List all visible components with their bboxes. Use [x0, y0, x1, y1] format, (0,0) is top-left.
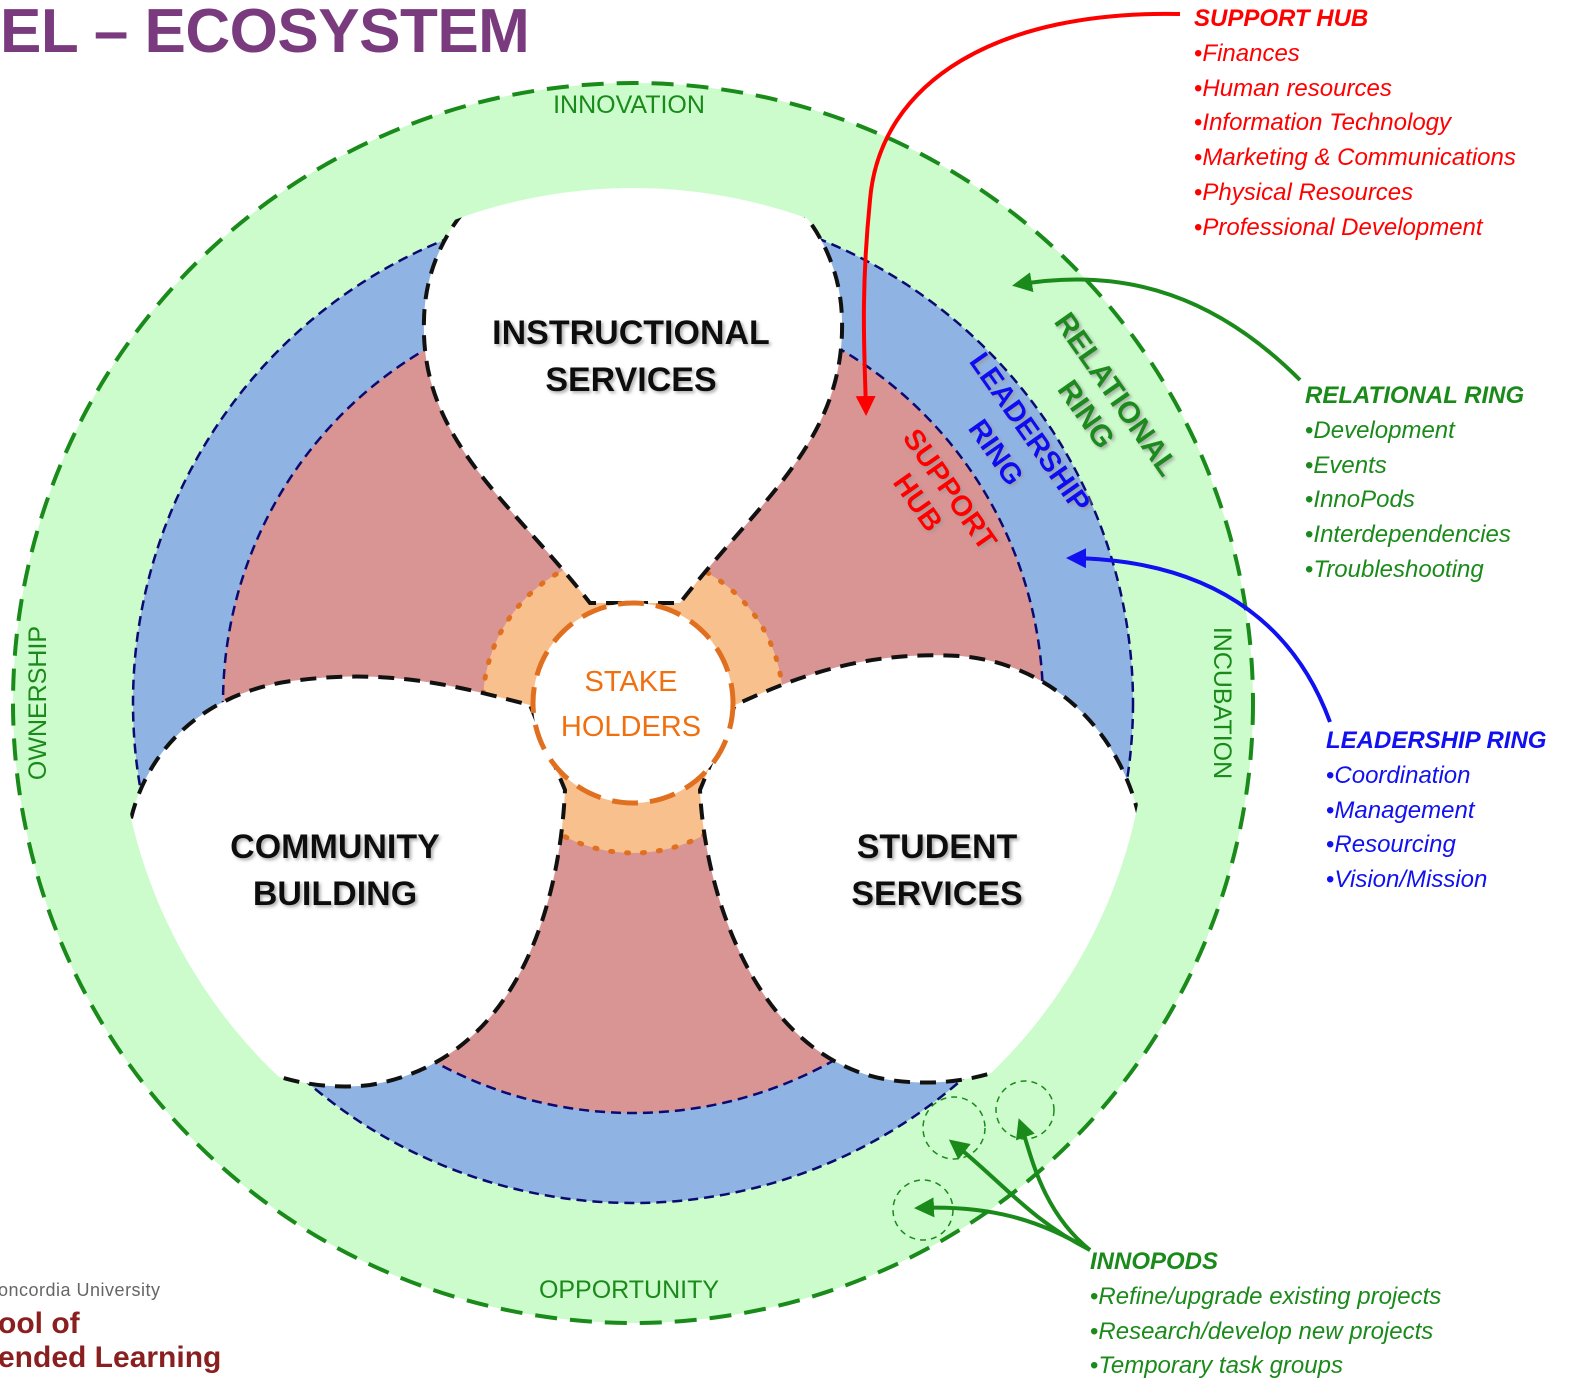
list-item: Finances [1194, 37, 1516, 72]
support-hub-arrow [855, 11, 1181, 416]
list-item: Management [1326, 794, 1546, 829]
list-item: Professional Development [1194, 211, 1516, 246]
list-item: Coordination [1326, 759, 1546, 794]
community-label-1: COMMUNITY [230, 828, 440, 866]
list-item: InnoPods [1305, 483, 1524, 518]
ring-label-left: OWNERSHIP [24, 626, 52, 780]
leadership-ring-arrow [1066, 548, 1332, 723]
innopods-heading: INNOPODS [1090, 1248, 1219, 1275]
student-label-2: SERVICES [851, 875, 1022, 913]
stakeholders-label-1: STAKE [585, 666, 678, 698]
university-name: oncordia University [0, 1280, 161, 1300]
list-item: Temporary task groups [1090, 1349, 1441, 1384]
list-item: Marketing & Communications [1194, 141, 1515, 176]
innopods-list: INNOPODS Refine/upgrade existing project… [1090, 1245, 1441, 1384]
leadership-ring-list: LEADERSHIP RING Coordination Management … [1326, 724, 1546, 898]
relational-ring-arrow [1012, 272, 1302, 382]
page-title: EL – ECOSYSTEM [0, 0, 530, 66]
list-item: Resourcing [1326, 828, 1546, 863]
school-name-line2: ended Learning [0, 1341, 222, 1374]
list-item: Vision/Mission [1326, 863, 1546, 898]
ring-label-right: INCUBATION [1208, 627, 1236, 779]
relational-ring-list: RELATIONAL RING Development Events InnoP… [1305, 379, 1524, 588]
list-item: Human resources [1194, 72, 1516, 107]
stakeholders-circle [530, 600, 736, 806]
community-label-2: BUILDING [253, 875, 417, 913]
list-item: Physical Resources [1194, 176, 1516, 211]
ring-label-top: INNOVATION [553, 91, 705, 119]
list-item: Events [1305, 449, 1524, 484]
ring-label-bottom: OPPORTUNITY [539, 1276, 719, 1304]
list-item: Research/develop new projects [1090, 1315, 1441, 1350]
relational-ring-heading: RELATIONAL RING [1305, 382, 1525, 409]
list-item: Troubleshooting [1305, 553, 1524, 588]
school-name-line1: ool of [0, 1307, 80, 1340]
innopod-arrow [1015, 1118, 1092, 1252]
stakeholders-label-2: HOLDERS [561, 711, 701, 743]
instructional-label-2: SERVICES [545, 361, 716, 399]
support-hub-heading: SUPPORT HUB [1194, 5, 1369, 32]
university-logo: oncordia University ool of ended Learnin… [0, 1280, 221, 1375]
support-hub-list: SUPPORT HUB Finances Human resources Inf… [1194, 2, 1516, 246]
instructional-label-1: INSTRUCTIONAL [492, 314, 770, 352]
leadership-ring-heading: LEADERSHIP RING [1326, 727, 1547, 754]
list-item: Development [1305, 414, 1524, 449]
innopod-arrow [914, 1197, 1092, 1252]
list-item: Information Technology [1194, 106, 1516, 141]
list-item: Interdependencies [1305, 518, 1524, 553]
student-label-1: STUDENT [857, 828, 1018, 866]
list-item: Refine/upgrade existing projects [1090, 1280, 1441, 1315]
